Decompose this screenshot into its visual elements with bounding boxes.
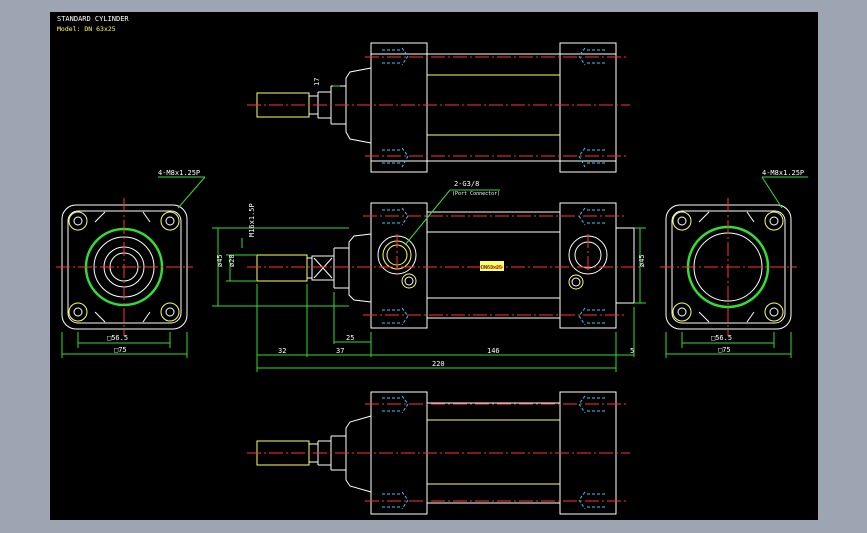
stroke-mark: 17 [313,78,321,86]
model-badge-text: DN63x25 [481,265,502,271]
cad-drawing: .o{stroke:#fff;fill:none;stroke-width:1;… [56,15,808,515]
model-badge [480,261,504,271]
port-note: (Port Connector) [452,191,500,197]
port-label: 2-G3/8 [454,180,479,188]
left-sq-outer: □75 [114,346,127,354]
dim-220: 220 [432,360,445,368]
right-sq-outer: □75 [718,346,731,354]
dia-45-right: ø45 [638,254,646,267]
right-end-view: □56.5 □75 4-M8x1.25P [660,169,808,358]
left-sq-inner: □56.5 [107,334,128,342]
top-view: 17 [247,42,630,173]
bottom-view [247,391,630,515]
rod-thread-label: M16x1.5P [248,203,256,237]
dia-20: ø20 [228,254,236,267]
title-line2: Model: DN 63x25 [57,25,116,33]
dim-25: 25 [346,334,354,342]
left-end-view: □56.5 □75 4-M8x1.25P [56,169,206,358]
drawing-canvas: .o{stroke:#fff;fill:none;stroke-width:1;… [50,12,818,520]
dim-32: 32 [278,347,286,355]
front-view: DN63x25 2-G3/8 (Port Connector) ø45 ø20 … [212,180,646,372]
right-end-thread-label: 4-M8x1.25P [762,169,804,177]
dim-146: 146 [487,347,500,355]
right-sq-inner: □56.5 [711,334,732,342]
dim-37: 37 [336,347,344,355]
dim-5: 5 [630,347,634,355]
left-end-thread-label: 4-M8x1.25P [158,169,200,177]
dia-45-left: ø45 [216,254,224,267]
title-line1: STANDARD CYLINDER [57,15,129,23]
